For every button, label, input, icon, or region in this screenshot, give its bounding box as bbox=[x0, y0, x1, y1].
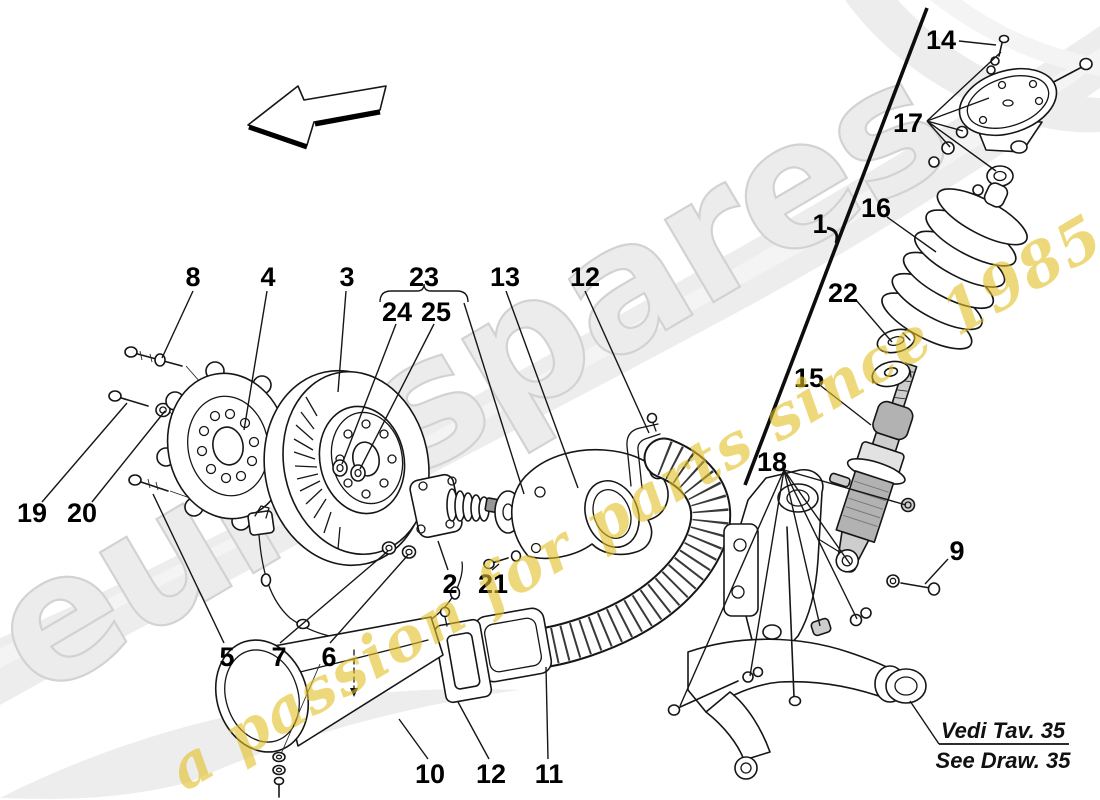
callout-19: 19 bbox=[17, 498, 47, 528]
callout-10: 10 bbox=[415, 759, 445, 789]
callout-13: 13 bbox=[490, 262, 520, 292]
callout-24: 24 bbox=[382, 297, 412, 327]
callout-6: 6 bbox=[321, 642, 336, 672]
callout-16: 16 bbox=[861, 193, 891, 223]
note-italian: Vedi Tav. 35 bbox=[941, 718, 1066, 743]
washer-part25 bbox=[350, 464, 366, 482]
wheel-hub-assembly bbox=[409, 473, 530, 539]
nuts-part7-part6 bbox=[381, 541, 417, 559]
callout-3: 3 bbox=[339, 262, 354, 292]
callout-21: 21 bbox=[478, 569, 508, 599]
callout-11: 11 bbox=[535, 759, 564, 789]
stud-bolt-part8 bbox=[124, 346, 183, 367]
item1-reference-line bbox=[743, 7, 929, 486]
lower-control-arm bbox=[687, 638, 927, 780]
note-english: See Draw. 35 bbox=[936, 748, 1072, 773]
callout-leader-lines bbox=[41, 40, 1002, 760]
bolt-part19 bbox=[108, 390, 149, 407]
callout-20: 20 bbox=[67, 498, 97, 528]
callout-9: 9 bbox=[949, 536, 964, 566]
wire-bracket-top-part12 bbox=[626, 412, 661, 489]
callout-12-top: 12 bbox=[570, 262, 600, 292]
nut-part20 bbox=[155, 402, 171, 418]
callout-17: 17 bbox=[893, 108, 923, 138]
callout-5: 5 bbox=[219, 642, 234, 672]
bolt-part5 bbox=[128, 474, 169, 492]
callout-7: 7 bbox=[271, 642, 286, 672]
washer-part24 bbox=[332, 459, 348, 477]
bolt-part9 bbox=[886, 574, 941, 596]
callout-2: 2 bbox=[442, 569, 457, 599]
callout-14: 14 bbox=[926, 25, 956, 55]
callout-22: 22 bbox=[828, 278, 858, 308]
callout-23: 23 bbox=[409, 262, 439, 292]
callout-18: 18 bbox=[757, 447, 787, 477]
spring-seat-washers-part22 bbox=[871, 328, 916, 388]
corrugated-hose bbox=[519, 437, 732, 669]
intake-horn-duct bbox=[214, 616, 444, 755]
bolt-part21 bbox=[483, 550, 522, 570]
callout-numbers: 8 4 3 23 24 25 13 12 19 20 5 7 6 2 21 10… bbox=[17, 25, 965, 789]
callout-4: 4 bbox=[260, 262, 275, 292]
cross-reference-note: Vedi Tav. 35 See Draw. 35 bbox=[909, 700, 1072, 773]
top-mount-bushings-part17 bbox=[928, 125, 1028, 208]
callout-25: 25 bbox=[421, 297, 451, 327]
callout-15: 15 bbox=[794, 363, 824, 393]
brake-duct-elbow bbox=[511, 448, 672, 560]
disc-vent-slats bbox=[293, 396, 341, 550]
duct-bracket-bottom-part12 bbox=[433, 606, 493, 704]
horn-mount-screw-stack bbox=[272, 751, 286, 798]
direction-arrow-icon bbox=[247, 85, 387, 150]
callout-12-bottom: 12 bbox=[476, 759, 506, 789]
callout-8: 8 bbox=[185, 262, 200, 292]
coil-spring-part16 bbox=[881, 188, 1028, 350]
callout-1: 1 bbox=[812, 209, 827, 239]
